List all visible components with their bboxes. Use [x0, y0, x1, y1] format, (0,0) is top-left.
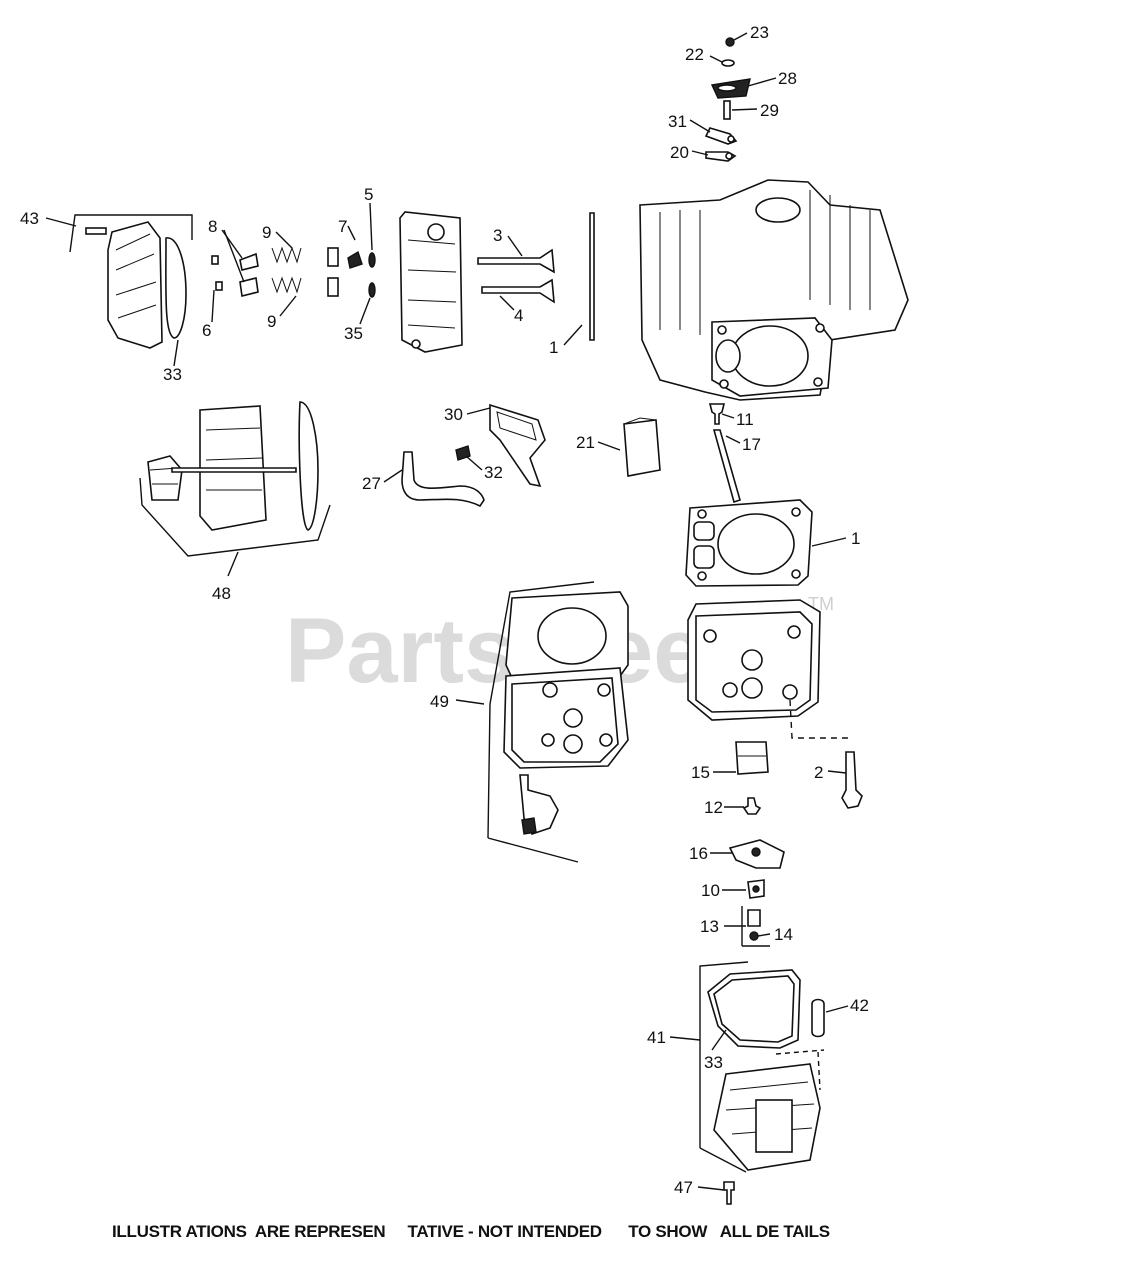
callout-33-left: 33: [163, 365, 182, 384]
callout-49: 49: [430, 692, 449, 711]
breather-parts: [401, 403, 661, 508]
center-cylinder-head-assembly: [487, 581, 629, 863]
callout-labels: 23 22 28 29 31 20 43 8 9 7 5 3 6 9 35 4 …: [20, 23, 869, 1197]
watermark-text: PartsTree: [285, 600, 704, 702]
callout-3: 3: [493, 226, 502, 245]
head-gasket-side-view: [589, 212, 595, 341]
callout-1-lower: 1: [851, 529, 860, 548]
callout-11: 11: [736, 410, 754, 429]
callout-42: 42: [850, 996, 869, 1015]
valves: [477, 248, 555, 304]
callout-48: 48: [212, 584, 231, 603]
callout-32: 32: [484, 463, 503, 482]
callout-41: 41: [647, 1028, 666, 1047]
callout-14: 14: [774, 925, 793, 944]
callout-9-upper: 9: [262, 223, 271, 242]
callout-30: 30: [444, 405, 463, 424]
callout-28: 28: [778, 69, 797, 88]
callout-7: 7: [338, 217, 347, 236]
callout-9-lower: 9: [267, 312, 276, 331]
callout-10: 10: [701, 881, 720, 900]
callout-6: 6: [202, 321, 211, 340]
callout-4: 4: [514, 306, 523, 325]
callout-47: 47: [674, 1178, 693, 1197]
callout-43: 43: [20, 209, 39, 228]
callout-21: 21: [576, 433, 595, 452]
screw-47: [723, 1181, 735, 1205]
callout-5: 5: [364, 185, 373, 204]
callout-15: 15: [691, 763, 710, 782]
head-gasket-front-view: [685, 499, 813, 587]
callout-20: 20: [670, 143, 689, 162]
callout-1-upper: 1: [549, 338, 558, 357]
callout-16: 16: [689, 844, 708, 863]
callout-31: 31: [668, 112, 687, 131]
callout-2: 2: [814, 763, 823, 782]
callout-22: 22: [685, 45, 704, 64]
callout-33-right: 33: [704, 1053, 723, 1072]
disclaimer-footer: ILLUSTR ATIONS ARE REPRESEN TATIVE - NOT…: [112, 1222, 830, 1241]
left-cylinder-head-assembly: [139, 401, 331, 557]
callout-8: 8: [208, 217, 217, 236]
callout-17: 17: [742, 435, 761, 454]
callout-35: 35: [344, 324, 363, 343]
callout-13: 13: [700, 917, 719, 936]
callout-23: 23: [750, 23, 769, 42]
top-fastener-group: [704, 37, 751, 162]
callout-12: 12: [704, 798, 723, 817]
upper-cylinder-head: [399, 211, 463, 353]
valve-cover-assembly: [699, 961, 825, 1173]
callout-27: 27: [362, 474, 381, 493]
callout-29: 29: [760, 101, 779, 120]
left-rocker-cover: [69, 214, 193, 349]
rocker-parts: [728, 741, 863, 947]
leader-lines: [45, 32, 849, 1191]
lifter-and-pushrod: [708, 403, 741, 504]
valve-spring-group: [211, 246, 376, 298]
right-cylinder-head: [687, 599, 850, 739]
crankcase: [639, 179, 909, 401]
